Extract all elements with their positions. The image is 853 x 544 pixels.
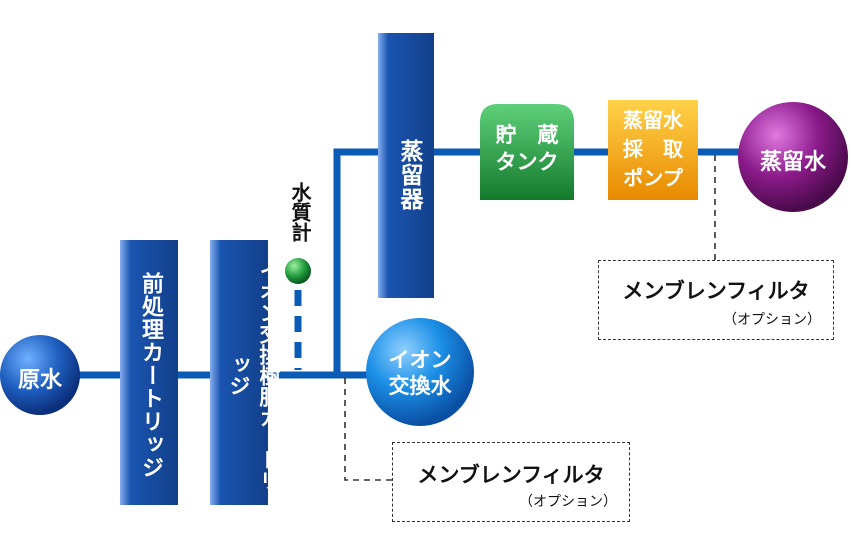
sampling-pump <box>608 100 698 200</box>
sampling-pump-label-line1: 蒸留水 <box>623 108 683 132</box>
storage-tank <box>480 104 574 200</box>
ion-water-label-line1: イオン <box>388 348 452 372</box>
storage-tank-label-line1: 貯 蔵 <box>495 123 559 147</box>
ion-water-sphere <box>366 318 474 426</box>
ion-water-label: イオン 交換水 <box>366 347 474 399</box>
quality-meter-label: 水質計 <box>288 182 312 242</box>
distilled-water-sphere <box>738 102 848 212</box>
ion-water-label-line2: 交換水 <box>388 374 452 398</box>
ion-resin-cartridge <box>210 240 268 505</box>
distilled-water-label: 蒸留水 <box>759 150 826 175</box>
membrane-filter-option-upper: メンブレンフィルタ （オプション） <box>598 260 834 340</box>
raw-water-sphere <box>0 335 80 415</box>
prefilter-label: 前処理カートリッジ <box>138 271 163 479</box>
still-label: 蒸留器 <box>396 139 422 211</box>
pipe-to-still <box>333 148 380 375</box>
sampling-pump-label-line2: 採 取 <box>623 137 683 161</box>
storage-tank-label-line2: タンク <box>495 150 559 174</box>
membrane-filter-lower-title: メンブレンフィルタ <box>417 463 605 487</box>
ion-resin-label: イオン交換樹脂カートリッジ <box>227 259 281 491</box>
membrane-filter-lower-note: （オプション） <box>519 494 617 510</box>
prefilter-cartridge <box>120 240 178 505</box>
membrane-filter-option-lower: メンブレンフィルタ （オプション） <box>392 442 630 522</box>
membrane-filter-upper-note: （オプション） <box>723 312 821 328</box>
option-connector-lower <box>344 378 395 481</box>
membrane-filter-upper-title: メンブレンフィルタ <box>622 279 810 303</box>
raw-water-label: 原水 <box>17 368 62 393</box>
meter-dot <box>285 258 311 284</box>
still-column <box>378 33 434 298</box>
sampling-pump-label: 蒸留水 採 取 ポンプ <box>608 106 698 193</box>
storage-tank-label: 貯 蔵 タンク <box>480 122 574 176</box>
sampling-pump-label-line3: ポンプ <box>623 166 683 190</box>
